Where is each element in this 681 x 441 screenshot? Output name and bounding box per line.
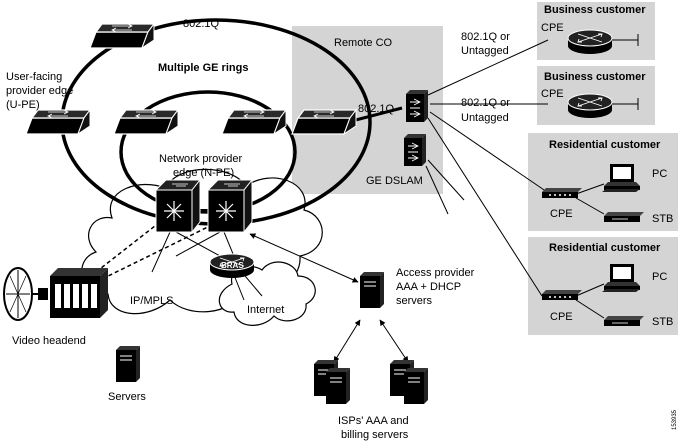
ge-dslam-bottom[interactable] [403, 133, 427, 167]
video-headend-rack [50, 268, 108, 318]
npe-bras-link-2 [175, 231, 221, 257]
dot1q-dslam-label: 802.1Q [358, 103, 395, 115]
res2-pc-link [575, 283, 605, 297]
business-customer-2-title: Business customer [544, 71, 646, 83]
residential-customer-2-cpe: CPE [550, 311, 573, 323]
dslam-residential-link-2 [427, 117, 543, 297]
isp-server-icon-2 [325, 367, 351, 405]
upe-label-line1: User-facing [6, 71, 62, 83]
upe-switch-right[interactable] [221, 109, 287, 135]
remote-co-switch[interactable] [291, 109, 357, 135]
business-2-vlan-line1: 802.1Q or [461, 97, 510, 109]
isp-server-icon-4 [403, 367, 429, 405]
multiple-ge-rings-label: Multiple GE rings [158, 62, 248, 74]
business-customer-1-title: Business customer [544, 4, 646, 16]
residential-customer-1-stb: STB [652, 213, 673, 225]
ge-dslam-label: GE DSLAM [366, 175, 423, 187]
res1-stb-link [575, 197, 605, 215]
dslam-business-link-1 [427, 39, 549, 96]
npe-aaa-link[interactable] [249, 233, 359, 283]
aaa-label-line3: servers [396, 295, 433, 307]
bras-label: BRAS [221, 261, 244, 270]
upe-switch-left[interactable] [25, 109, 91, 135]
business-1-vlan-line1: 802.1Q or [461, 31, 510, 43]
satellite-dish-icon [3, 267, 48, 321]
residential-customer-1-cpe: CPE [550, 208, 573, 220]
npe-ipmpls-link-1 [151, 231, 171, 273]
residential-customer-1-pc: PC [652, 168, 667, 180]
servers-label: Servers [108, 391, 146, 403]
residential-cpe-1[interactable] [542, 188, 582, 198]
aaa-label-line1: Access provider [396, 267, 475, 279]
business-1-vlan-line2: Untagged [461, 45, 509, 57]
remote-co-label: Remote CO [334, 37, 393, 49]
isp-label-line2: billing servers [341, 429, 409, 441]
residential-customer-panel-1 [528, 133, 678, 231]
business-cpe-router-2[interactable] [567, 93, 613, 119]
dslam-link-stub-1 [427, 159, 465, 201]
dslam-residential-link-1 [429, 111, 551, 195]
video-link-2 [95, 221, 219, 283]
aaa-isp-link-2[interactable] [379, 319, 409, 363]
residential-customer-2-title: Residential customer [549, 242, 661, 254]
aaa-dhcp-server-icon [359, 271, 385, 309]
upe-switch-center[interactable] [113, 109, 179, 135]
business-customer-1-cpe: CPE [541, 22, 564, 34]
isp-label-line1: ISPs' AAA and [338, 415, 409, 427]
residential-customer-1-title: Residential customer [549, 139, 661, 151]
residential-customer-panel-2 [528, 237, 678, 335]
upe-label-line3: (U-PE) [6, 99, 40, 111]
res1-pc-link [575, 183, 605, 195]
internet-label: Internet [247, 304, 284, 316]
aaa-label-line2: AAA + DHCP [396, 281, 461, 293]
npe-router-right[interactable] [206, 178, 254, 234]
npe-router-left[interactable] [154, 178, 202, 234]
business-2-vlan-line2: Untagged [461, 112, 509, 124]
upe-switch-top[interactable] [89, 23, 155, 49]
figure-id: 153935 [672, 409, 678, 430]
residential-customer-2-stb: STB [652, 316, 673, 328]
stb-icon-1 [603, 211, 645, 223]
residential-customer-2-pc: PC [652, 271, 667, 283]
business-cpe-router-1[interactable] [567, 29, 613, 55]
dslam-link-stub-2 [425, 165, 449, 215]
servers-icon [115, 345, 141, 383]
video-headend-label: Video headend [12, 335, 86, 347]
npe-label-line2: edge (N-PE) [173, 167, 234, 179]
remote-switch-link [347, 106, 403, 124]
upe-label-line2: provider edge [6, 85, 73, 97]
ge-dslam-top[interactable] [405, 89, 429, 123]
residential-cpe-2[interactable] [542, 290, 582, 300]
stb-icon-2 [603, 315, 645, 327]
res2-stb-link [575, 299, 605, 319]
npe-label-line1: Network provider [159, 153, 242, 165]
ip-mpls-label: IP/MPLS [130, 295, 173, 307]
dot1q-top-label: 802.1Q [183, 18, 220, 30]
business-customer-2-cpe: CPE [541, 88, 564, 100]
aaa-isp-link-1[interactable] [333, 319, 361, 363]
